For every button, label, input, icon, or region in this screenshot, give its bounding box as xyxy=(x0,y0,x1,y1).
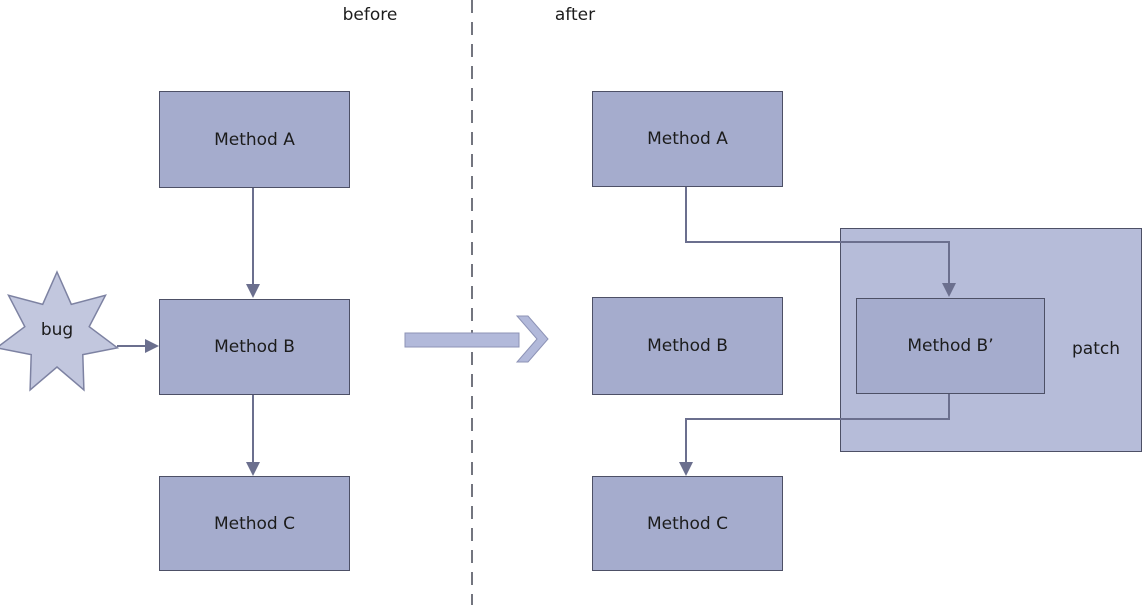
before-title: before xyxy=(342,5,398,25)
transform-arrow-shaft xyxy=(404,332,520,348)
after-method-b-prime-label: Method B’ xyxy=(907,336,994,356)
before-method-b-box: Method B xyxy=(159,299,350,395)
after-arrow-bprime-to-c-line xyxy=(685,392,950,463)
before-method-a-box: Method A xyxy=(159,91,350,188)
before-method-a-label: Method A xyxy=(214,129,295,150)
before-method-c-label: Method C xyxy=(213,513,296,534)
after-title: after xyxy=(554,5,596,25)
before-method-b-label: Method B xyxy=(214,337,295,357)
after-method-b-box: Method B xyxy=(592,297,783,395)
after-method-b-prime-box: Method B’ xyxy=(856,298,1045,394)
after-method-c-box: Method C xyxy=(592,476,783,571)
before-method-c-box: Method C xyxy=(159,476,350,571)
bug-arrow-head xyxy=(145,339,159,353)
bug-star-icon xyxy=(0,270,120,392)
after-arrow-a-to-bprime-line xyxy=(685,185,950,284)
after-arrow-bprime-to-c-head xyxy=(679,462,693,476)
before-arrow-b-to-c-head xyxy=(246,462,260,476)
before-arrow-a-to-b-head xyxy=(246,284,260,298)
after-method-b-label: Method B xyxy=(647,336,728,356)
after-method-c-label: Method C xyxy=(646,513,729,534)
patch-label: patch xyxy=(1072,339,1120,359)
after-method-a-label: Method A xyxy=(647,129,728,149)
bug-label: bug xyxy=(40,320,74,340)
after-method-a-box: Method A xyxy=(592,91,783,187)
transform-arrow-head xyxy=(515,315,549,363)
after-arrow-a-to-bprime-head xyxy=(942,283,956,297)
